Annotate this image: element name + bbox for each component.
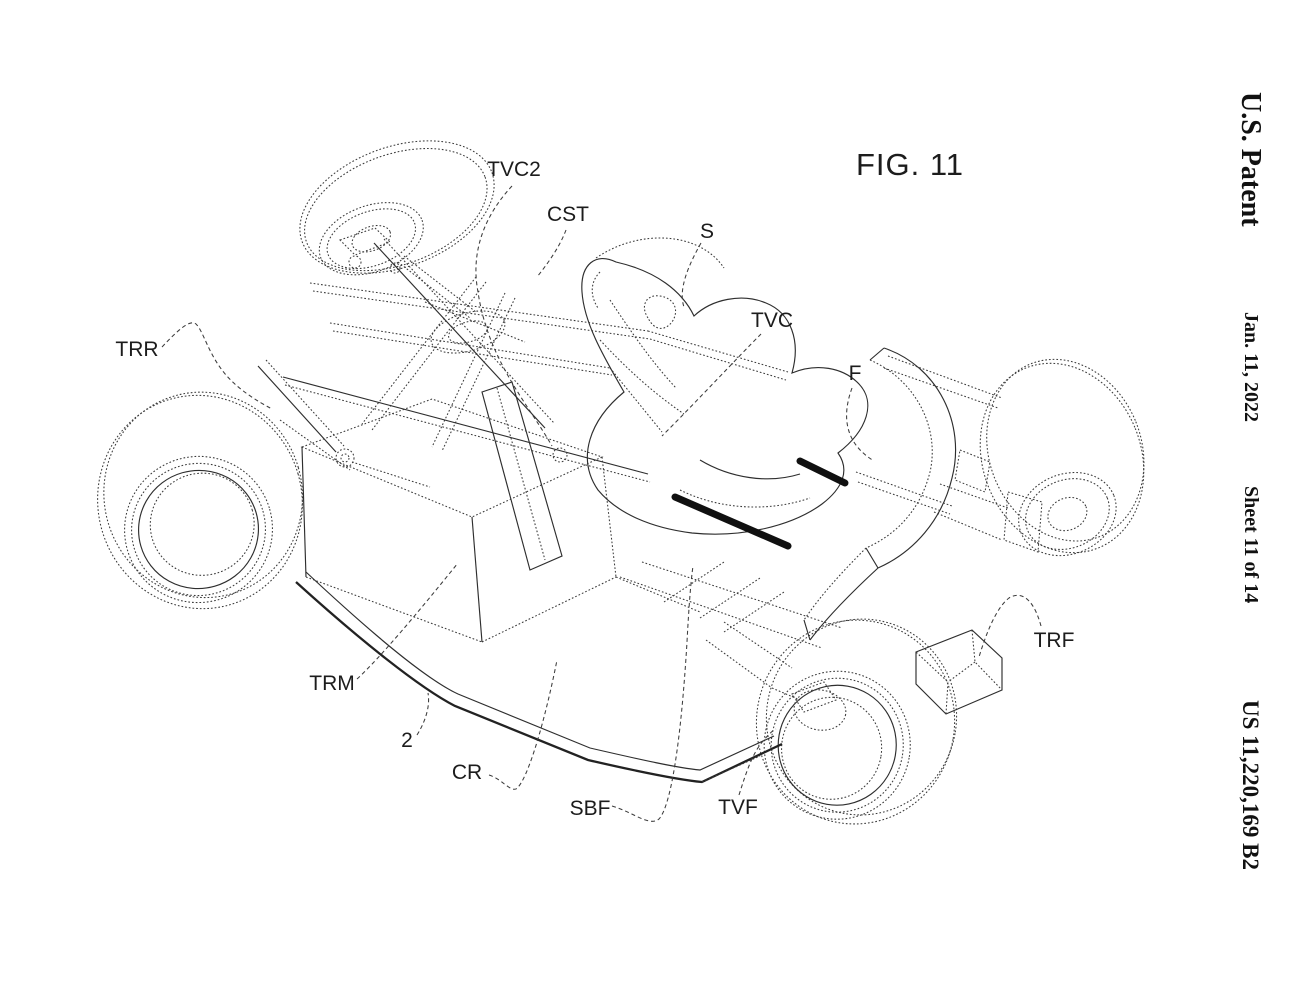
rear-upper-wheel xyxy=(299,140,495,276)
front-trf-bracket xyxy=(915,629,1003,715)
sheet-number: Sheet 11 of 14 xyxy=(1240,486,1262,604)
part-label-cst: CST xyxy=(547,203,589,226)
torque-vectoring-bars xyxy=(671,457,849,550)
part-label-s: S xyxy=(699,220,715,243)
part-label-f: F xyxy=(848,362,862,385)
front-frame xyxy=(803,347,1043,641)
driver-seat xyxy=(552,257,869,535)
front-left-wheel xyxy=(755,618,958,825)
patent-issue-date: Jan. 11, 2022 xyxy=(1240,312,1262,423)
patent-number: US 11,220,169 B2 xyxy=(1238,700,1263,870)
center-tub xyxy=(295,381,843,784)
patent-office-title: U.S. Patent xyxy=(1235,92,1266,227)
part-label-cr: CR xyxy=(451,761,483,784)
leader-lines xyxy=(161,185,1042,822)
front-right-wheel xyxy=(979,358,1145,557)
part-label-trf: TRF xyxy=(1033,629,1075,652)
part-label-tvc: TVC xyxy=(751,309,793,332)
part-label-trr: TRR xyxy=(115,338,159,361)
rear-space-frame xyxy=(282,227,789,483)
figure-title: FIG. 11 xyxy=(855,147,965,182)
front-suspension-details xyxy=(705,621,847,731)
part-label-trm: TRM xyxy=(309,672,355,695)
part-label-2: 2 xyxy=(401,729,413,752)
part-label-tvf: TVF xyxy=(718,796,758,819)
part-label-tvc2: TVC2 xyxy=(487,158,541,181)
part-label-sbf: SBF xyxy=(569,797,611,820)
rear-suspension-arms xyxy=(257,359,431,488)
rear-left-wheel xyxy=(97,391,303,610)
